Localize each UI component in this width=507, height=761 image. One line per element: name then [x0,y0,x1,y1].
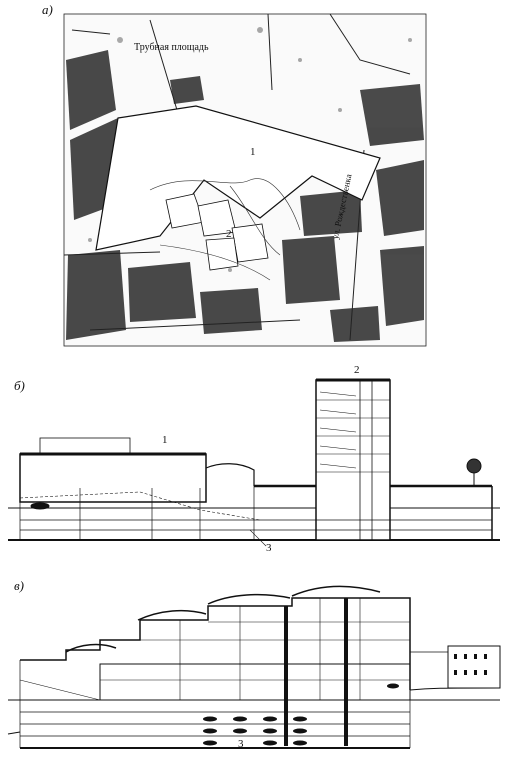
site-plan-map [63,13,427,347]
panel-c-label: в) [14,578,24,593]
panel-a-label: а) [42,2,53,17]
section-b-drawing [8,378,500,547]
callout-b-3: 3 [266,542,272,554]
callout-c-3: 3 [238,738,244,750]
callout-a-1: 1 [250,146,256,158]
panel-b-label: б) [14,378,25,393]
callout-a-2: 2 [226,228,232,240]
plaza-label: Трубная площадь [134,42,209,53]
callout-b-1: 1 [162,434,168,446]
section-c-drawing [7,585,501,749]
callout-b-2: 2 [354,364,360,376]
